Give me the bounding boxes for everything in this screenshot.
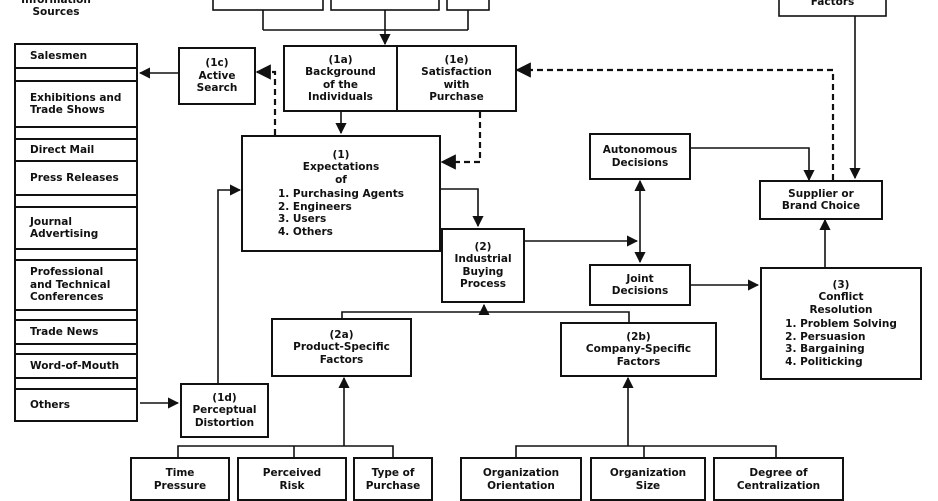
satisfaction-label: Satisfaction with Purchase — [421, 66, 492, 103]
perceptual-label: Perceptual Distortion — [192, 404, 257, 429]
information-sources-label: Information Sources — [21, 0, 91, 18]
factor-label: Perceived Risk — [262, 467, 322, 492]
source-gap — [14, 377, 138, 388]
expectations-id: (1) — [332, 148, 350, 161]
active-search-label: Active Search — [196, 69, 238, 95]
factor-label: Degree of Centralization — [736, 467, 821, 492]
expectations-item: 1. Purchasing Agents — [277, 188, 405, 201]
source-direct-mail: Direct Mail — [14, 138, 138, 160]
conflict-label: Conflict Resolution — [809, 291, 873, 316]
situational-factors-label: Factors — [810, 0, 855, 8]
autonomous-decisions-node: Autonomous Decisions — [589, 133, 691, 180]
factor-perceived-risk: Perceived Risk — [237, 457, 347, 501]
conflict-item: 2. Persuasion — [785, 330, 866, 343]
source-trade-news: Trade News — [14, 319, 138, 343]
active-search-node: (1c) Active Search — [178, 47, 256, 105]
product-specific-id: (2a) — [329, 328, 354, 341]
factor-organization-orientation: Organization Orientation — [460, 457, 582, 501]
conflict-list: 1. Problem Solving 2. Persuasion 3. Barg… — [785, 318, 897, 368]
conflict-resolution-node: (3) Conflict Resolution 1. Problem Solvi… — [760, 267, 922, 380]
factor-label: Organization Size — [609, 467, 687, 492]
perceptual-distortion-node: (1d) Perceptual Distortion — [180, 383, 269, 438]
source-gap — [14, 67, 138, 80]
source-press-releases: Press Releases — [14, 160, 138, 194]
factor-type-of-purchase: Type of Purchase — [353, 457, 433, 501]
background-label: Background of the Individuals — [305, 66, 376, 103]
source-gap — [14, 248, 138, 259]
supplier-choice-node: Supplier or Brand Choice — [759, 180, 883, 220]
expectations-node: (1) Expectations of 1. Purchasing Agents… — [241, 135, 441, 252]
factor-label: Organization Orientation — [482, 467, 560, 492]
source-word-of-mouth: Word-of-Mouth — [14, 353, 138, 377]
factor-label: Type of Purchase — [365, 467, 421, 492]
company-specific-node: (2b) Company-Specific Factors — [560, 322, 717, 377]
source-gap — [14, 309, 138, 319]
background-node: (1a) Background of the Individuals — [283, 45, 398, 112]
product-specific-label: Product-Specific Factors — [293, 341, 390, 366]
source-others: Others — [14, 388, 138, 422]
conflict-item: 3. Bargaining — [785, 343, 865, 356]
product-specific-node: (2a) Product-Specific Factors — [271, 318, 412, 377]
background-id: (1a) — [328, 53, 353, 66]
buying-process-node: (2) Industrial Buying Process — [441, 228, 525, 303]
expectations-item: 3. Users — [277, 213, 327, 226]
source-gap — [14, 194, 138, 206]
source-gap — [14, 343, 138, 353]
conflict-item: 4. Politicking — [785, 355, 863, 368]
factor-organization-size: Organization Size — [590, 457, 706, 501]
company-specific-id: (2b) — [626, 330, 651, 343]
factor-degree-of-centralization: Degree of Centralization — [713, 457, 844, 501]
source-exhibitions: Exhibitions and Trade Shows — [14, 80, 138, 126]
source-journal-advertising: Journal Advertising — [14, 206, 138, 248]
factor-time-pressure: Time Pressure — [130, 457, 230, 501]
expectations-list: 1. Purchasing Agents 2. Engineers 3. Use… — [278, 188, 404, 238]
company-specific-label: Company-Specific Factors — [585, 343, 692, 368]
active-search-id: (1c) — [205, 57, 229, 70]
supplier-label: Supplier or Brand Choice — [781, 187, 861, 213]
expectations-item: 4. Others — [277, 225, 333, 238]
conflict-item: 1. Problem Solving — [785, 318, 897, 331]
source-salesmen: Salesmen — [14, 43, 138, 67]
buying-process-label: Industrial Buying Process — [454, 253, 512, 290]
source-conferences: Professional and Technical Conferences — [14, 259, 138, 309]
satisfaction-id: (1e) — [444, 53, 469, 66]
source-gap — [14, 126, 138, 138]
expectations-label: Expectations of — [302, 161, 380, 186]
expectations-item: 2. Engineers — [277, 200, 352, 213]
buying-process-id: (2) — [474, 240, 492, 253]
satisfaction-node: (1e) Satisfaction with Purchase — [396, 45, 517, 112]
joint-label: Joint Decisions — [611, 272, 669, 298]
perceptual-id: (1d) — [212, 391, 237, 404]
autonomous-label: Autonomous Decisions — [602, 144, 678, 169]
conflict-id: (3) — [832, 278, 850, 291]
factor-label: Time Pressure — [153, 467, 207, 492]
joint-decisions-node: Joint Decisions — [589, 264, 691, 306]
